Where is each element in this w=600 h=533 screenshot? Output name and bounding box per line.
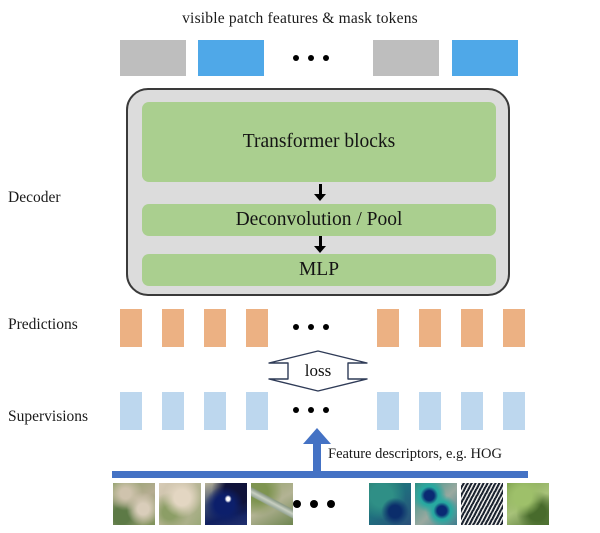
image-patch <box>158 482 202 526</box>
decoder-block-transformer: Transformer blocks <box>142 102 496 182</box>
decoder-block-deconvolution: Deconvolution / Pool <box>142 204 496 236</box>
image-patch <box>414 482 458 526</box>
supervision-block <box>377 392 399 430</box>
supervision-block <box>419 392 441 430</box>
arrow-up-icon <box>303 428 331 444</box>
label-decoder: Decoder <box>8 189 61 206</box>
ellipsis-dot <box>327 500 335 508</box>
feature-descriptor-bar <box>112 471 528 478</box>
token-gray-2 <box>373 40 439 76</box>
image-patch <box>250 482 294 526</box>
feature-descriptor-arrow-shaft <box>313 437 321 473</box>
token-blue-2 <box>452 40 518 76</box>
prediction-block <box>461 309 483 347</box>
arrow-head <box>314 246 326 253</box>
supervision-block <box>246 392 268 430</box>
ellipsis-dot <box>308 407 314 413</box>
feature-descriptor-label: Feature descriptors, e.g. HOG <box>328 446 502 462</box>
decoder-block-label: Deconvolution / Pool <box>235 209 403 230</box>
decoder-container: Transformer blocks Deconvolution / Pool … <box>126 88 510 296</box>
prediction-block <box>377 309 399 347</box>
patch-row-ellipsis <box>293 500 335 508</box>
arrow-down-icon <box>313 236 327 253</box>
loss-node: loss <box>268 350 368 392</box>
token-blue-1 <box>198 40 264 76</box>
ellipsis-dot <box>310 500 318 508</box>
ellipsis-dot <box>323 55 329 61</box>
arrow-shaft <box>318 236 322 247</box>
prediction-block <box>120 309 142 347</box>
visible-patch-token-row <box>0 40 600 80</box>
ellipsis-dot <box>293 55 299 61</box>
token-row-ellipsis <box>293 55 329 61</box>
supervision-block <box>204 392 226 430</box>
image-patch <box>368 482 412 526</box>
prediction-block <box>204 309 226 347</box>
loss-hexagon-icon <box>268 350 368 392</box>
predictions-row-ellipsis <box>293 324 329 330</box>
prediction-block <box>246 309 268 347</box>
ellipsis-dot <box>323 407 329 413</box>
supervisions-row <box>0 392 600 432</box>
arrow-shaft <box>318 184 322 195</box>
predictions-row <box>0 309 600 349</box>
supervision-block <box>461 392 483 430</box>
ellipsis-dot <box>293 324 299 330</box>
image-patch-row <box>0 482 600 530</box>
prediction-block <box>162 309 184 347</box>
ellipsis-dot <box>308 324 314 330</box>
label-predictions: Predictions <box>8 316 78 333</box>
ellipsis-dot <box>293 407 299 413</box>
ellipsis-dot <box>308 55 314 61</box>
label-supervisions: Supervisions <box>8 408 89 425</box>
supervision-block <box>503 392 525 430</box>
supervision-block <box>120 392 142 430</box>
arrow-head <box>314 194 326 201</box>
decoder-block-label: Transformer blocks <box>242 131 396 152</box>
image-patch <box>506 482 550 526</box>
image-patch <box>112 482 156 526</box>
loss-label: loss <box>304 361 332 380</box>
prediction-block <box>419 309 441 347</box>
image-patch <box>460 482 504 526</box>
page-title: visible patch features & mask tokens <box>182 10 418 27</box>
supervisions-row-ellipsis <box>293 407 329 413</box>
ellipsis-dot <box>323 324 329 330</box>
decoder-block-label: MLP <box>298 259 340 280</box>
supervision-block <box>162 392 184 430</box>
ellipsis-dot <box>293 500 301 508</box>
token-gray-1 <box>120 40 186 76</box>
decoder-block-mlp: MLP <box>142 254 496 286</box>
image-patch <box>204 482 248 526</box>
prediction-block <box>503 309 525 347</box>
arrow-down-icon <box>313 184 327 201</box>
